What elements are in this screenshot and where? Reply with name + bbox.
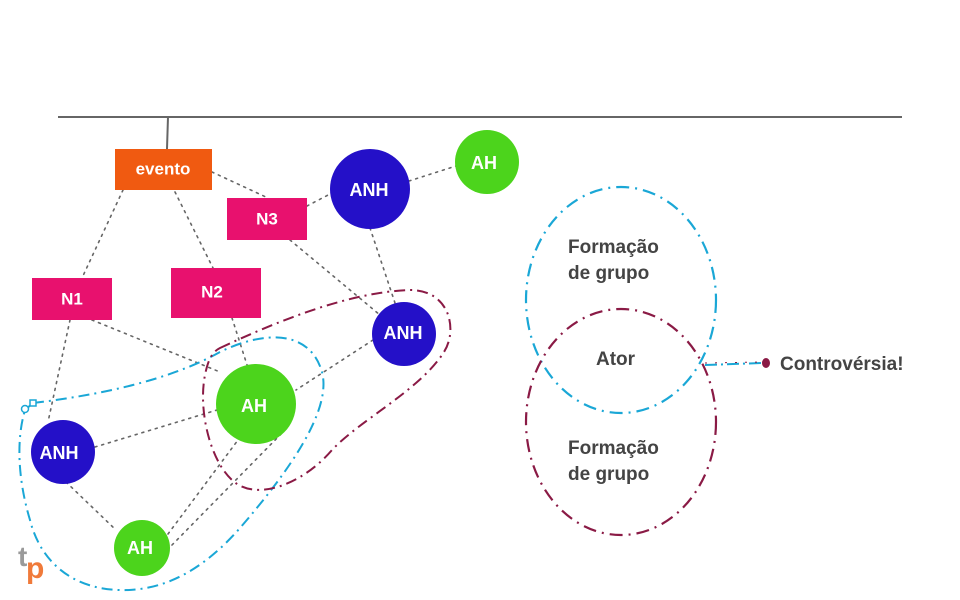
link-anh-left-ah-center	[94, 409, 218, 448]
venn-bottom-label-line1: Formação	[568, 438, 659, 459]
link-ah-bottom-ah-center	[167, 439, 239, 535]
venn-top-circle	[524, 185, 718, 415]
actor-ah-top-label: AH	[471, 153, 497, 173]
norm-box-n2[interactable]: N2	[171, 268, 261, 318]
outline-handle-square[interactable]	[29, 399, 37, 407]
link-anh-mid-ah-center	[295, 339, 374, 391]
venn-center-label: Ator	[596, 349, 636, 370]
logo-letter-p: p	[26, 552, 44, 585]
event-label: evento	[136, 160, 191, 179]
link-n1-ah-center	[91, 319, 221, 373]
link-n1-anh-left	[47, 319, 71, 423]
norm-box-n3[interactable]: N3	[227, 198, 307, 240]
link-event-n1	[81, 189, 124, 279]
link-ah-bottom-anh-mid	[171, 431, 284, 546]
link-event-n2	[174, 191, 214, 269]
outline-handle-circle[interactable]	[20, 404, 30, 414]
timeline-connector	[166, 116, 169, 150]
link-n3-anh-top	[306, 193, 331, 207]
actor-anh-mid-label: ANH	[384, 323, 423, 343]
norm-box-n1[interactable]: N1	[32, 278, 112, 320]
logo-letter-t: t	[18, 541, 27, 572]
actor-ah-bottom[interactable]: AH	[114, 520, 170, 576]
venn-top-label-line2: de grupo	[568, 263, 649, 284]
actor-anh-left-label: ANH	[40, 443, 79, 463]
controversy-label: Controvérsia!	[780, 354, 904, 375]
link-n3-anh-mid	[289, 239, 381, 316]
actor-ah-bottom-label: AH	[127, 538, 153, 558]
connection-links	[47, 165, 457, 546]
event-box[interactable]: evento	[115, 149, 212, 190]
tp-logo: t p	[18, 541, 44, 585]
venn-bottom-circle	[524, 307, 718, 537]
venn-top-label-line1: Formação	[568, 237, 659, 258]
link-event-n3	[211, 171, 269, 199]
actor-ah-center-label: AH	[241, 396, 267, 416]
actor-anh-top[interactable]: ANH	[330, 149, 410, 229]
link-n2-ah-center	[231, 317, 249, 369]
maroon-group-outline	[202, 288, 452, 491]
actor-anh-left[interactable]: ANH	[31, 420, 95, 484]
norm-n1-label: N1	[61, 290, 83, 309]
venn-bottom-label-line2: de grupo	[568, 464, 649, 485]
actor-ah-center[interactable]: AH	[216, 364, 296, 444]
actor-anh-mid[interactable]: ANH	[372, 302, 436, 366]
link-anh-top-ah-top	[408, 165, 457, 182]
cyan-group-outline	[18, 336, 325, 592]
norm-n3-label: N3	[256, 210, 278, 229]
norm-n2-label: N2	[201, 283, 223, 302]
link-anh-left-ah-bottom	[65, 481, 117, 531]
actor-anh-top-label: ANH	[350, 180, 389, 200]
controversy-pointer	[704, 358, 770, 368]
link-anh-top-anh-mid	[369, 227, 396, 304]
actor-ah-top[interactable]: AH	[455, 130, 519, 194]
